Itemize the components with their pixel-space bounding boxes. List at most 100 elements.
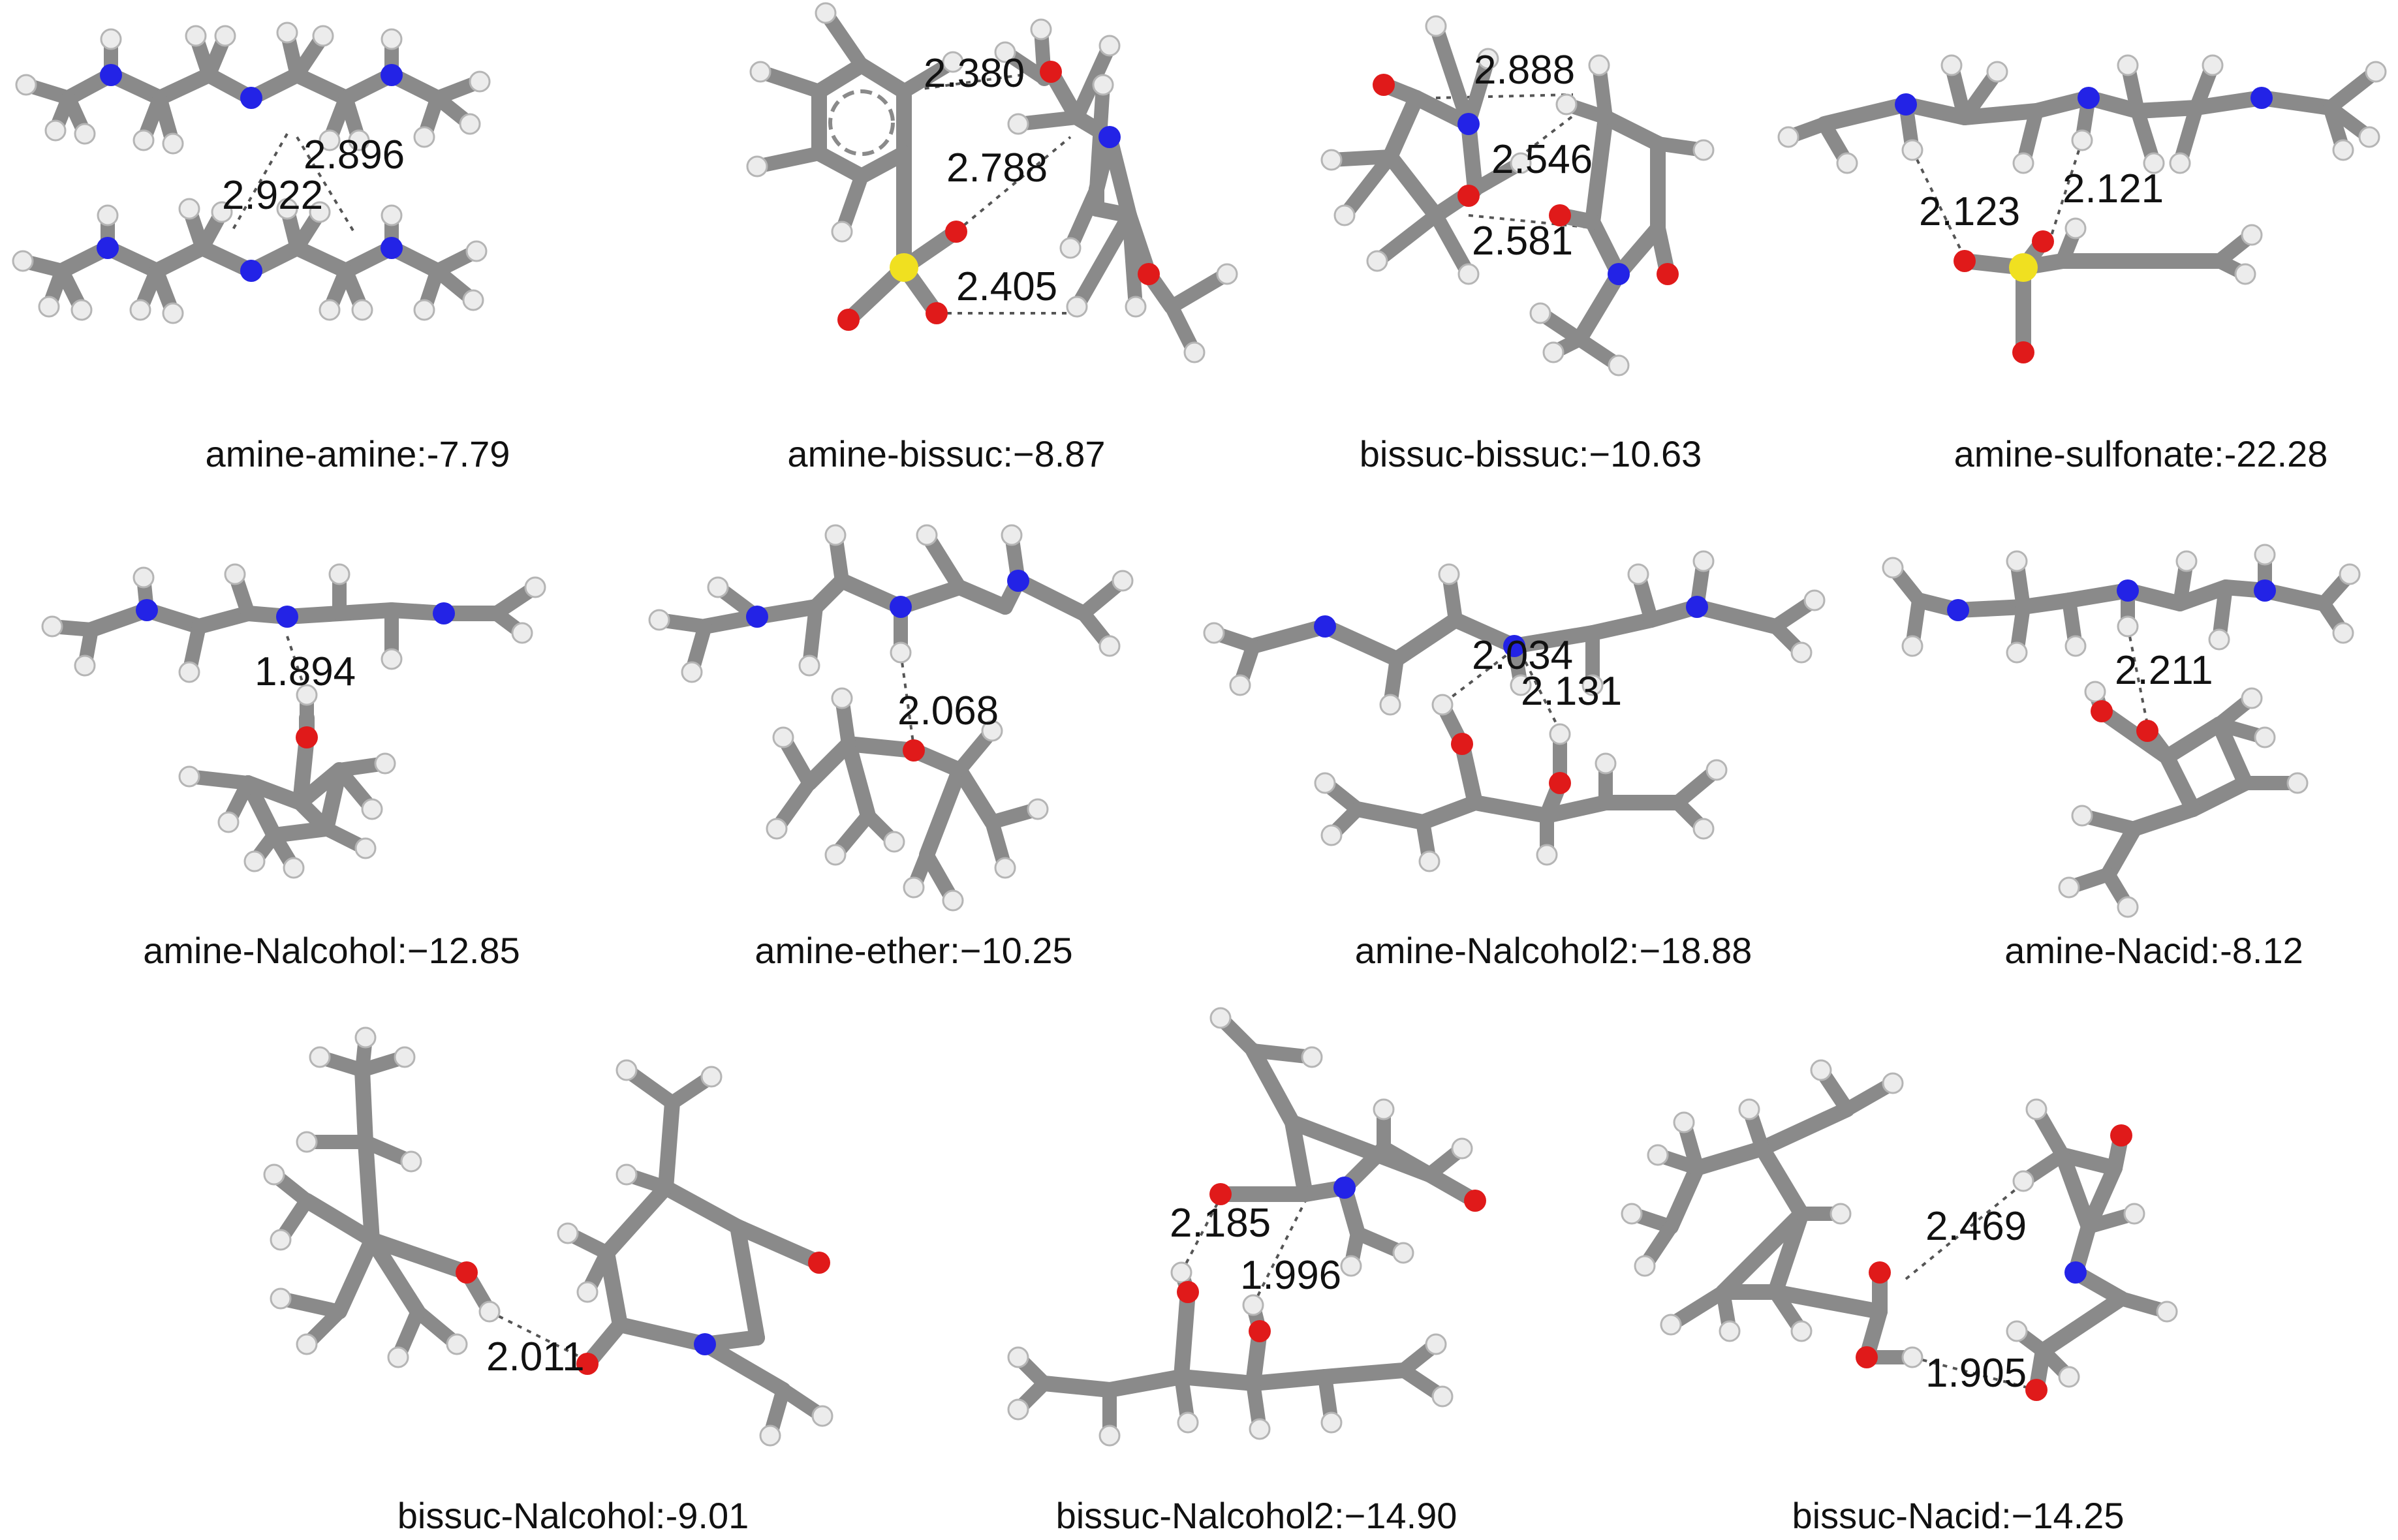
nitrogen-atom [276, 606, 298, 628]
bond [599, 1245, 628, 1332]
hydrogen-atom [1183, 341, 1206, 363]
bond [612, 1317, 713, 1352]
hydrogen-atom [1510, 152, 1532, 174]
hydrogen-atom [700, 1066, 723, 1088]
hydrogen-atom [2006, 641, 2028, 664]
oxygen-atom [2012, 341, 2034, 363]
hydrogen-atom [1418, 850, 1440, 872]
bond [1715, 1206, 1809, 1300]
oxygen-atom [1549, 772, 1571, 794]
hydrogen-atom [1477, 48, 1499, 70]
hydrogen-atom [511, 622, 533, 644]
hydrogen-atom [1320, 149, 1343, 171]
hydrogen-atom [811, 1405, 833, 1427]
bond-to-hydrogen [1337, 149, 1397, 223]
hydrogen-atom [1092, 74, 1114, 96]
hydrogen-atom [994, 857, 1016, 879]
hydrogen-atom [381, 204, 403, 226]
hydrogen-atom [2339, 563, 2361, 585]
oxygen-atom [903, 739, 925, 762]
bond [2126, 801, 2201, 837]
hydrogen-atom [2156, 1301, 2178, 1323]
hydrogen-atom [2058, 876, 2080, 899]
hydrogen-atom [2332, 622, 2354, 644]
hydrogen-bond-line [230, 133, 288, 232]
hydrogen-atom [74, 123, 96, 145]
bond [1102, 1369, 1189, 1398]
hydrogen-atom [381, 28, 403, 50]
hydrogen-atom [1692, 818, 1715, 840]
hydrogen-atom [890, 641, 912, 664]
hydrogen-atom [1830, 1203, 1852, 1225]
hydrogen-atom [759, 1424, 781, 1447]
hydrogen-atom [2241, 687, 2263, 709]
bond [730, 1219, 765, 1346]
nitrogen-atom [1098, 126, 1121, 148]
hydrogen-atom [1209, 1007, 1232, 1029]
nitrogen-atom [1608, 263, 1630, 285]
distance-label: 1.996 [1240, 1253, 1341, 1298]
hydrogen-atom [1451, 1137, 1473, 1160]
caption-amine-Nalcohol: amine-Nalcohol:−12.85 [143, 930, 520, 971]
hydrogen-atom [394, 1046, 416, 1068]
bond [191, 606, 256, 634]
hydrogen-atom [1529, 302, 1551, 324]
oxygen-atom [1464, 1190, 1486, 1212]
hydrogen-atom [2084, 681, 2106, 703]
bond [658, 1180, 745, 1235]
distance-label: 2.380 [924, 51, 1025, 96]
hydrogen-atom [361, 798, 383, 820]
hydrogen-atom [2143, 152, 2165, 174]
nitrogen-atom [1686, 596, 1708, 618]
bond [289, 240, 354, 279]
bond [332, 1232, 380, 1319]
hydrogen-atom [1803, 589, 1826, 611]
distance-label: 1.894 [255, 649, 356, 694]
bond [1174, 1284, 1196, 1385]
oxygen-atom [1177, 1281, 1199, 1303]
hydrogen-atom [2064, 635, 2087, 657]
hydrogen-atom [2117, 896, 2139, 918]
hydrogen-atom [178, 661, 200, 683]
hydrogen-atom [2241, 224, 2263, 246]
hydrogen-atom [1438, 563, 1460, 585]
hydrogen-atom [178, 765, 200, 788]
hydrogen-atom [2117, 54, 2139, 76]
hydrogen-atom [648, 609, 670, 631]
hydrogen-atom [214, 25, 236, 47]
hydrogen-atom [1314, 772, 1336, 794]
nitrogen-atom [433, 602, 455, 624]
oxygen-atom [456, 1261, 478, 1284]
distance-label: 2.185 [1170, 1201, 1271, 1246]
hydrogen-atom [38, 296, 60, 318]
bond [811, 146, 869, 184]
caption-amine-ether: amine-ether:−10.25 [755, 930, 1073, 971]
bond [1585, 110, 1613, 230]
oxygen-atom [1657, 263, 1679, 285]
hydrogen-atom [1673, 1111, 1695, 1133]
bond [1317, 1363, 1411, 1385]
bond [332, 602, 399, 621]
hydrogen-atom [1170, 1261, 1192, 1284]
hydrogen-atom [2365, 61, 2387, 83]
bond-to-hydrogen [1429, 19, 1476, 131]
hydrogen-atom [2006, 1320, 2028, 1342]
oxygen-atom [1856, 1346, 1878, 1368]
bond [364, 1232, 426, 1319]
bond [2185, 775, 2253, 817]
bond [919, 762, 967, 863]
bond [2159, 716, 2227, 765]
hydrogen-atom [1719, 1320, 1741, 1342]
distance-label: 2.888 [1474, 48, 1575, 93]
hydrogen-atom [1555, 93, 1578, 116]
bond [1467, 795, 1555, 824]
hydrogen-atom [296, 1131, 318, 1153]
hydrogen-bond-line [1180, 1197, 1222, 1273]
hydrogen-bond-line [903, 70, 1045, 93]
bond [1754, 1101, 1855, 1156]
hydrogen-atom [1229, 674, 1251, 696]
hydrogen-atom [74, 654, 96, 677]
nitrogen-atom [100, 64, 122, 86]
